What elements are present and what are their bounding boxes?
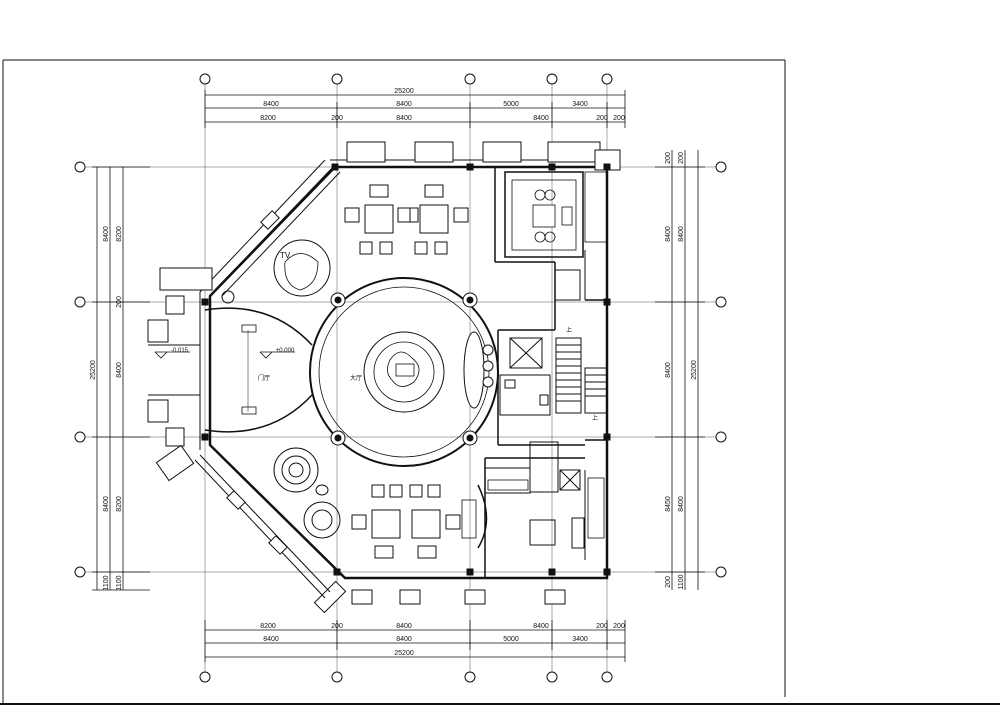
left-dimension-lines (92, 166, 150, 591)
top-dim-2: 8400 (396, 101, 412, 108)
bottom-dim-6: 200 (613, 623, 625, 630)
bottom-dim-3: 8400 (396, 623, 412, 630)
bottom-dim-2: 200 (331, 623, 343, 630)
left-dim-3: 8400 (103, 496, 110, 512)
reception-counter (463, 331, 494, 409)
bottom-dim-9: 5000 (503, 636, 519, 643)
level-markers (154, 351, 295, 359)
small-room (554, 171, 608, 301)
top-dim-3: 5000 (503, 101, 519, 108)
bottom-dim-5: 200 (596, 623, 608, 630)
right-dim-3: 8400 (665, 362, 672, 378)
vip-room (504, 171, 584, 258)
left-dim-7: 8400 (116, 362, 123, 378)
top-dimension-lines (204, 90, 626, 128)
top-dim-1: 8400 (263, 101, 279, 108)
left-dim-4: 1100 (103, 575, 110, 590)
right-dim-4: 8450 (665, 496, 672, 512)
top-dim-5: 8200 (260, 115, 276, 122)
left-dimension-text: 8400 25200 8400 1100 8200 200 8400 8200 … (90, 226, 123, 590)
top-dim-8: 8400 (533, 115, 549, 122)
bottom-dimension-text: 8200 200 8400 8400 200 200 8400 8400 500… (260, 623, 625, 657)
meeting-room-lower (351, 484, 461, 559)
bottom-bay-windows (313, 580, 566, 614)
upper-left-glazing (214, 164, 341, 297)
left-dim-6: 200 (116, 296, 123, 308)
service-area (461, 467, 585, 549)
left-dim-5: 8200 (116, 226, 123, 242)
rotunda-columns (330, 292, 478, 446)
right-dim-9: 8400 (678, 496, 685, 512)
left-dim-9: 1100 (116, 575, 123, 590)
bottom-dim-7: 8400 (263, 636, 279, 643)
right-dim-10: 1100 (678, 574, 685, 589)
right-dim-1: 200 (665, 152, 672, 164)
left-dim-1: 8400 (103, 226, 110, 242)
top-dim-9: 200 (596, 115, 608, 122)
left-entrance-bays (147, 267, 213, 482)
top-dim-7: 8400 (396, 115, 412, 122)
right-dim-5: 200 (665, 576, 672, 588)
kids-area (273, 447, 341, 539)
room-labels: TV -0.015 ±0.000 大厅 门厅 上 上 (171, 251, 598, 422)
top-dim-10: 200 (613, 115, 625, 122)
top-bay-windows (346, 141, 621, 171)
bottom-dim-8: 8400 (396, 636, 412, 643)
right-corridor (584, 250, 605, 560)
stairs-up-bottom-label: 上 (592, 414, 598, 422)
entrance-hall-arcs (204, 307, 313, 433)
restrooms (499, 374, 559, 493)
meeting-room-upper (344, 184, 469, 255)
top-dimension-text: 25200 8400 8400 5000 3400 8200 200 8400 … (260, 88, 625, 122)
right-dim-7: 8400 (678, 226, 685, 242)
top-total-dim: 25200 (394, 88, 414, 95)
interior-partitions (484, 167, 607, 578)
bottom-total-dim: 25200 (394, 650, 414, 657)
right-dim-6: 200 (678, 152, 685, 164)
entrance-label: 门厅 (258, 374, 270, 382)
bottom-dim-4: 8400 (533, 623, 549, 630)
structural-columns (201, 163, 611, 576)
axis-grid (80, 82, 720, 675)
right-dim-2: 8400 (665, 226, 672, 242)
level-center-label: ±0.000 (276, 348, 295, 354)
bottom-dim-10: 3400 (572, 636, 588, 643)
top-dim-4: 3400 (572, 101, 588, 108)
right-dim-8: 25200 (691, 360, 698, 380)
stairs-up-top-label: 上 (566, 326, 572, 334)
bottom-dim-1: 8200 (260, 623, 276, 630)
drawing-frame (0, 59, 1000, 705)
left-dim-2: 25200 (90, 360, 97, 380)
tv-label: TV (280, 251, 291, 260)
bottom-dimension-lines (204, 620, 626, 662)
level-left-label: -0.015 (171, 348, 189, 354)
elevator-core (509, 337, 608, 491)
left-dim-8: 8200 (116, 496, 123, 512)
lower-left-glazing (194, 454, 331, 599)
right-dimension-text: 200 8400 8400 8450 200 200 8400 25200 84… (665, 152, 698, 589)
tv-lounge (221, 239, 331, 304)
right-dimension-lines (655, 150, 705, 590)
axis-bubbles (74, 73, 727, 683)
top-dim-6: 200 (331, 115, 343, 122)
hall-label: 大厅 (350, 374, 362, 382)
